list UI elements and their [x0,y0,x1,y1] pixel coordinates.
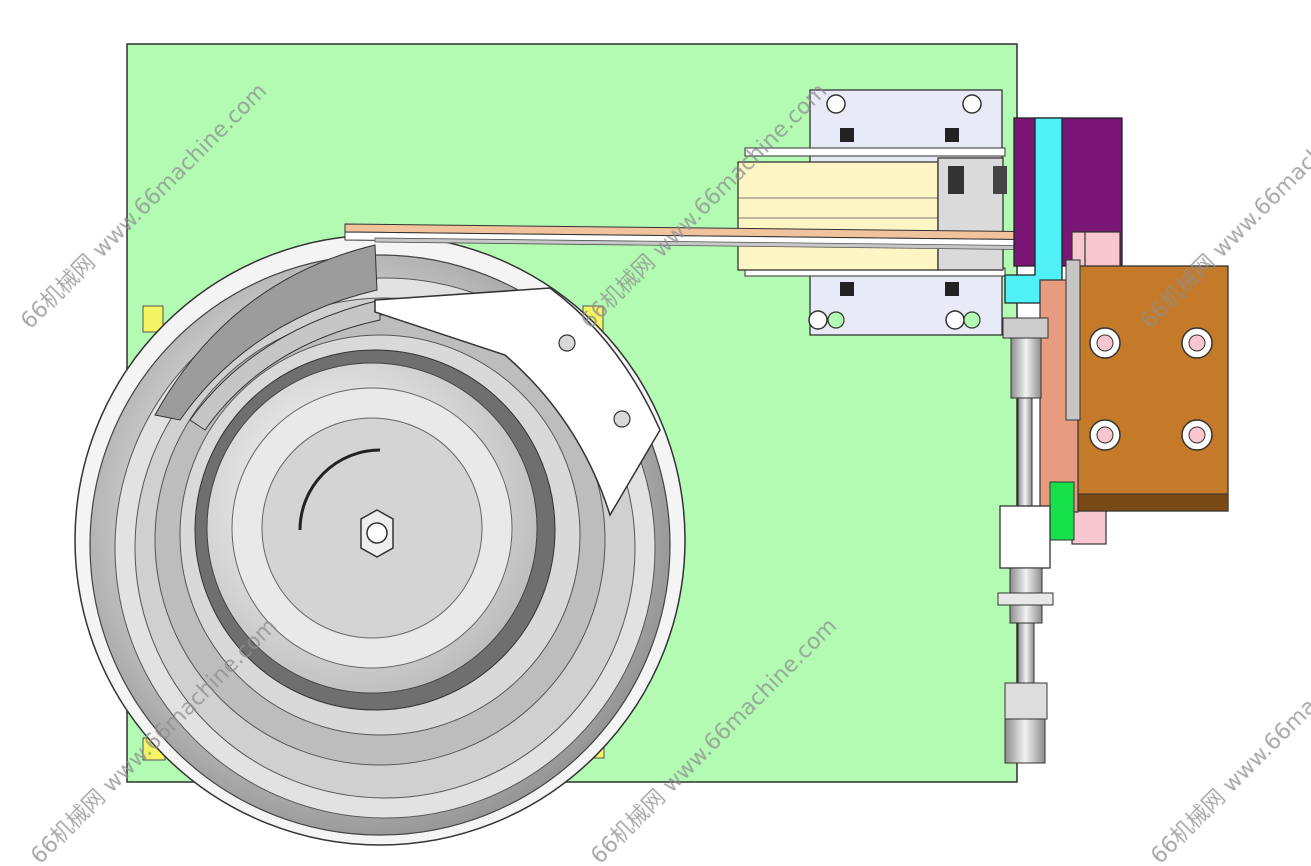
linear-feeder-body [737,161,939,271]
cyan-pusher-block [1004,117,1063,304]
watermark-text: 66机械网 www.66machine.com [1147,614,1311,862]
flange-hole-2 [613,410,631,428]
mount-pad-left [142,305,164,333]
cylinder-rod-assembly [997,317,1054,764]
copper-mount-block [1074,265,1229,512]
green-sensor-tab [1049,481,1075,541]
vibratory-bowl [74,234,686,846]
flange-hole-1 [558,334,576,352]
bowl-outlet-flange [374,287,661,517]
